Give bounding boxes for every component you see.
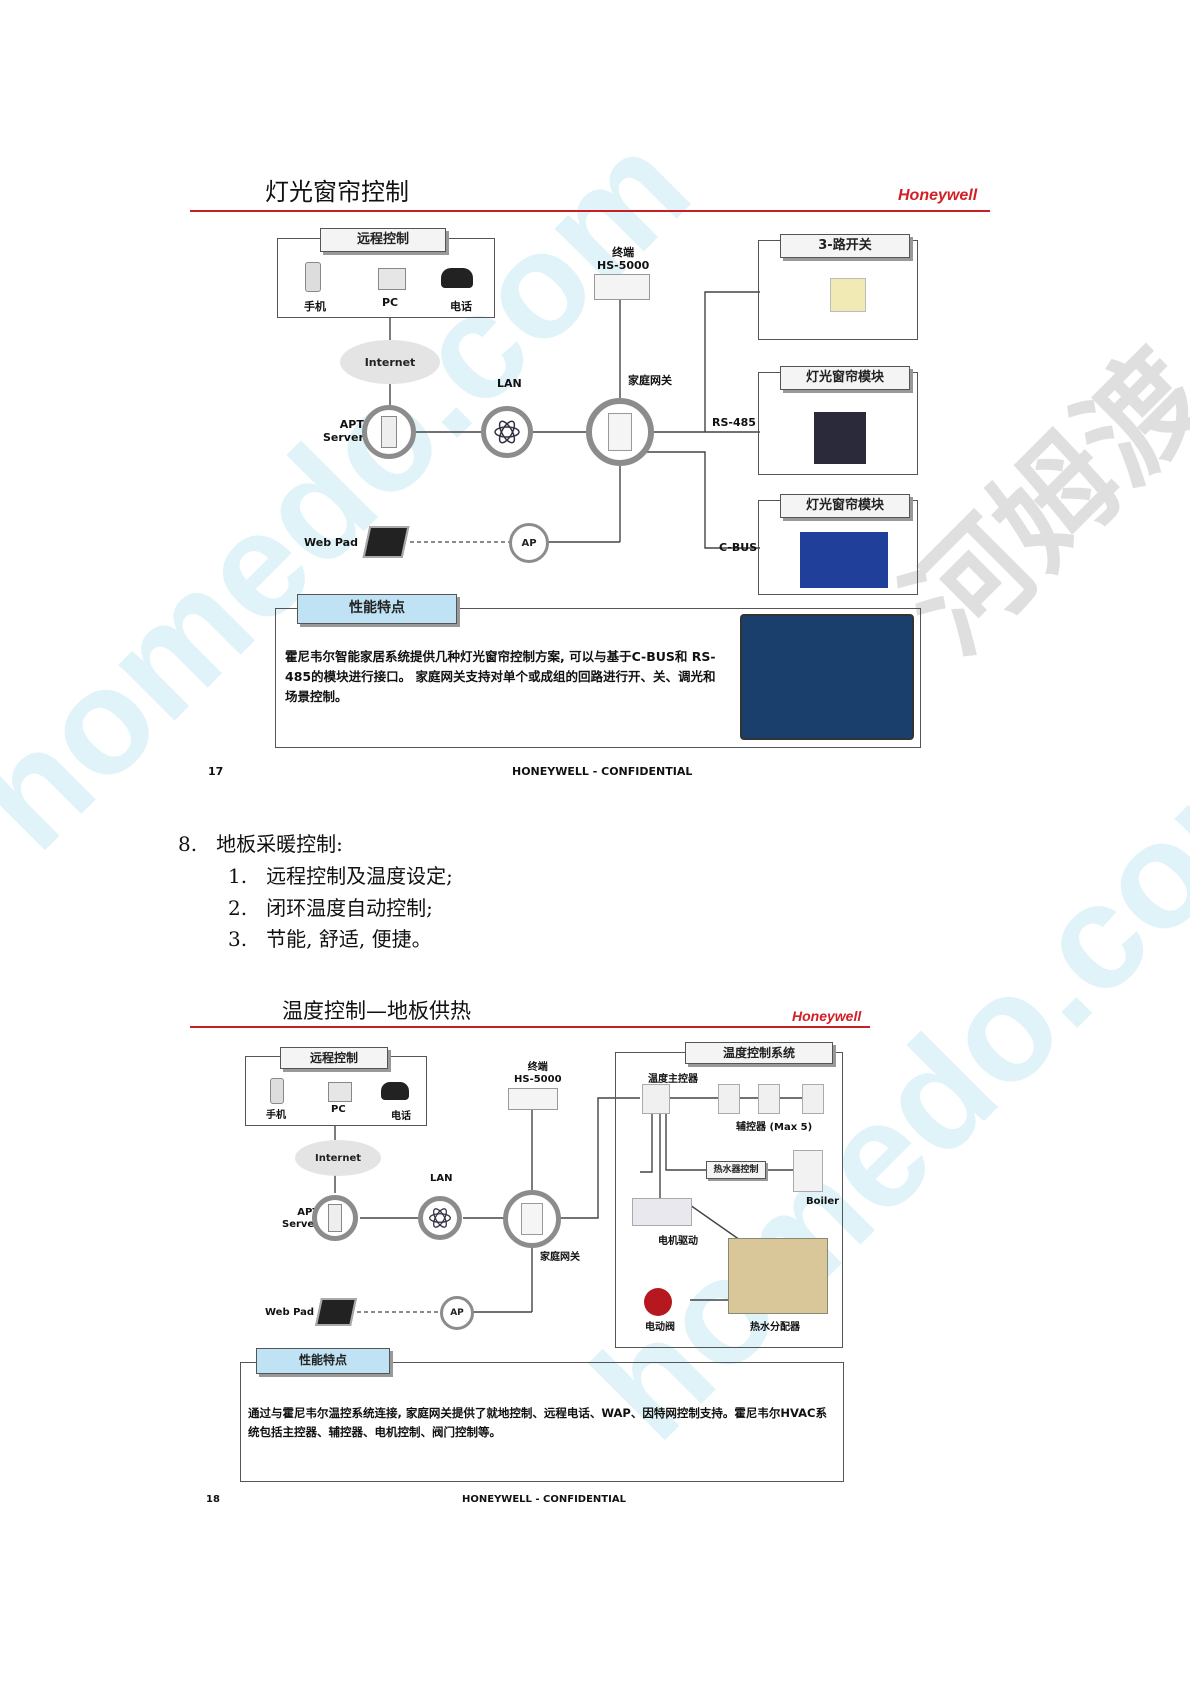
terminal-device-icon [594,274,650,300]
lighting-module-icon [814,412,866,464]
slide1-footer: HONEYWELL - CONFIDENTIAL [512,765,693,778]
lan-node [481,406,533,458]
manifold-icon [728,1238,828,1314]
main-controller-label: 温度主控器 [648,1074,698,1085]
slide2-description: 通过与霍尼韦尔温控系统连接, 家庭网关提供了就地控制、远程电话、WAP、因特网控… [248,1406,827,1439]
terminal-device-icon [508,1088,558,1110]
network-hub-icon [494,420,520,444]
slide1-features-tab: 性能特点 [297,594,457,624]
boiler-label: Boiler [806,1196,840,1207]
mobile-phone-icon [305,262,321,292]
title-rule [190,1026,870,1028]
gateway-label: 家庭网关 [628,374,672,387]
list-item: 1. 远程控制及温度设定; [228,864,453,888]
telephone-icon [441,268,473,288]
ap-label: AP [450,1308,464,1318]
slide1-features-box [275,608,921,748]
internet-label: Internet [314,1152,361,1164]
motor-driver-label: 电机驱动 [658,1236,698,1247]
slide2-features-box [240,1362,844,1482]
pc-icon [378,268,406,290]
rs485-label: RS-485 [712,416,756,429]
wall-switch-icon [830,278,866,312]
title-rule [190,210,990,212]
list-item: 3. 节能, 舒适, 便捷。 [228,927,432,951]
home-gateway-node [586,398,654,466]
server-icon [328,1204,342,1232]
apt-server-node [312,1195,358,1241]
slide1-title: 灯光窗帘控制 [265,178,409,206]
slide2-page-number: 18 [206,1494,220,1505]
slide1-description: 霍尼韦尔智能家居系统提供几种灯光窗帘控制方案, 可以与基于C-BUS和 RS-4… [285,649,716,704]
access-point-node: AP [440,1296,474,1330]
list-item: 2. 闭环温度自动控制; [228,896,433,920]
pc-label: PC [382,296,399,309]
apt-server-node [362,405,416,459]
internet-cloud: Internet [340,340,440,384]
module-tab-2: 灯光窗帘模块 [780,494,910,518]
pc-label: PC [331,1104,346,1115]
lan-label: LAN [497,377,522,390]
motor-driver-icon [632,1198,692,1226]
ap-label: AP [521,537,537,549]
motorized-valve-icon [644,1288,672,1316]
boiler-icon [793,1150,823,1192]
telephone-icon [381,1082,409,1100]
room-scene-icon [800,532,888,588]
telephone-label: 电话 [450,300,472,313]
remote-control-tab: 远程控制 [280,1047,388,1069]
gateway-label: 家庭网关 [540,1252,580,1263]
phone-label: 手机 [304,300,326,313]
honeywell-logo: Honeywell [792,1008,862,1024]
section-heading: 8. 地板采暖控制: [178,832,343,856]
cbus-label: C-BUS [719,541,758,554]
access-point-node: AP [509,523,549,563]
tablet-icon [315,1298,357,1326]
phone-label: 手机 [266,1110,286,1121]
gateway-device-icon [521,1203,543,1235]
touchscreen-ui-image [740,614,914,740]
internet-label: Internet [364,355,416,369]
aux-controller-label: 辅控器 (Max 5) [736,1122,813,1133]
aux-thermostat-icon [802,1084,824,1114]
lan-label: LAN [430,1173,453,1184]
slide2-title: 温度控制—地板供热 [282,999,471,1023]
slide1-page-number: 17 [208,765,224,778]
server-icon [381,416,397,448]
module-tab-1: 灯光窗帘模块 [780,366,910,390]
slide1-connections [389,290,760,549]
slide2-footer: HONEYWELL - CONFIDENTIAL [462,1494,626,1505]
temperature-system-tab: 温度控制系统 [685,1042,833,1064]
home-gateway-node [503,1190,561,1248]
aux-thermostat-icon [758,1084,780,1114]
main-thermostat-icon [642,1084,670,1114]
motorized-valve-label: 电动阀 [645,1322,675,1333]
network-hub-icon [429,1208,451,1228]
web-pad-label: Web Pad [265,1307,315,1318]
lan-node [418,1196,462,1240]
switch-tab: 3-路开关 [780,234,910,258]
aux-thermostat-icon [718,1084,740,1114]
gateway-device-icon [608,413,632,451]
internet-cloud: Internet [295,1140,381,1176]
boiler-control-tab: 热水器控制 [706,1161,766,1179]
honeywell-logo: Honeywell [898,187,978,204]
slide2-features-tab: 性能特点 [256,1348,390,1374]
remote-control-tab: 远程控制 [320,228,446,252]
mobile-phone-icon [270,1078,284,1104]
web-pad-label: Web Pad [304,536,358,549]
manifold-label: 热水分配器 [750,1322,800,1333]
telephone-label: 电话 [391,1111,411,1122]
pc-icon [328,1082,352,1102]
